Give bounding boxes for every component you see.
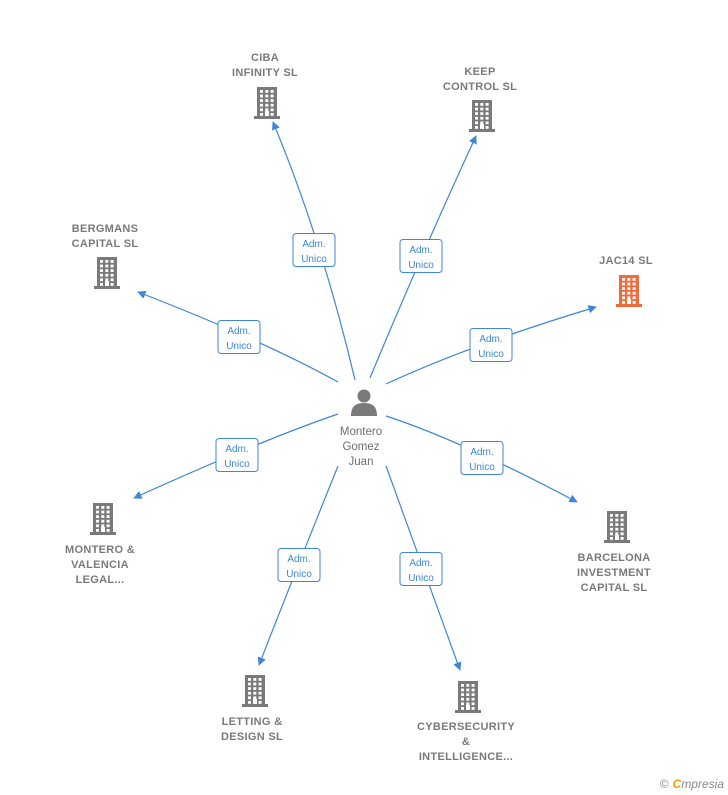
role-label-line-1: Adm. xyxy=(227,326,250,337)
company-label-keep-line-2: CONTROL SL xyxy=(443,81,517,93)
company-node-bergmans[interactable]: BERGMANS CAPITAL SL xyxy=(72,223,139,289)
company-node-letting[interactable]: LETTING & DESIGN SL xyxy=(221,675,283,743)
role-label-line-1: Adm. xyxy=(302,239,325,250)
center-name-line-1: Montero xyxy=(340,426,382,438)
role-label-line-2: Unico xyxy=(301,254,327,265)
company-node-ciba[interactable]: CIBA INFINITY SL xyxy=(232,52,298,119)
company-node-jac14[interactable]: JAC14 SL xyxy=(599,255,653,307)
building-icon xyxy=(94,257,120,289)
company-label-keep-line-1: KEEP xyxy=(464,66,495,78)
company-label-letting-line-2: DESIGN SL xyxy=(221,731,283,743)
company-label-letting-line-1: LETTING & xyxy=(222,716,283,728)
company-label-cyber-line-1: CYBERSECURITY xyxy=(417,721,515,733)
company-label-barcelona-line-1: BARCELONA xyxy=(578,552,651,564)
company-label-ciba-line-2: INFINITY SL xyxy=(232,67,298,79)
role-badge-letting[interactable]: Adm. Unico xyxy=(277,548,321,582)
center-name-line-2: Gomez xyxy=(342,441,379,453)
company-label-cyber-line-2: & xyxy=(462,736,470,748)
company-node-barcelona[interactable]: BARCELONA INVESTMENT CAPITAL SL xyxy=(577,511,651,594)
role-label-line-2: Unico xyxy=(408,260,434,271)
role-badge-jac14[interactable]: Adm. Unico xyxy=(469,328,513,362)
role-label-line-1: Adm. xyxy=(470,447,493,458)
brand-name: mpresia xyxy=(681,777,724,791)
role-label-line-1: Adm. xyxy=(287,554,310,565)
footer-brand: ©Cmpresia xyxy=(660,777,724,791)
company-label-cyber-line-3: INTELLIGENCE... xyxy=(419,751,513,763)
role-badge-keep[interactable]: Adm. Unico xyxy=(399,239,443,273)
role-label-line-1: Adm. xyxy=(409,558,432,569)
role-label-line-2: Unico xyxy=(469,462,495,473)
company-label-montero-line-1: MONTERO & xyxy=(65,544,135,556)
role-label-line-2: Unico xyxy=(226,341,252,352)
company-label-jac14-line-1: JAC14 SL xyxy=(599,255,653,267)
role-label-line-1: Adm. xyxy=(225,444,248,455)
role-label-line-2: Unico xyxy=(408,573,434,584)
brand-initial: C xyxy=(672,777,682,791)
company-label-montero-line-3: LEGAL... xyxy=(76,574,125,586)
copyright-symbol: © xyxy=(659,777,669,791)
building-icon xyxy=(254,87,280,119)
company-node-keep[interactable]: KEEP CONTROL SL xyxy=(443,66,517,132)
role-label-line-2: Unico xyxy=(478,349,504,360)
role-badge-montero[interactable]: Adm. Unico xyxy=(215,438,259,472)
company-node-cyber[interactable]: CYBERSECURITY & INTELLIGENCE... xyxy=(417,681,515,763)
company-label-barcelona-line-2: INVESTMENT xyxy=(577,567,651,579)
building-icon xyxy=(90,503,116,535)
center-name-line-3: Juan xyxy=(349,456,374,468)
building-icon xyxy=(604,511,630,543)
building-icon xyxy=(469,100,495,132)
building-icon xyxy=(455,681,481,713)
company-label-bergmans-line-2: CAPITAL SL xyxy=(72,238,139,250)
company-label-ciba-line-1: CIBA xyxy=(251,52,279,64)
role-label-line-1: Adm. xyxy=(479,334,502,345)
role-badge-cyber[interactable]: Adm. Unico xyxy=(399,552,443,586)
person-icon xyxy=(351,389,377,416)
role-label-line-1: Adm. xyxy=(409,245,432,256)
role-badge-bergmans[interactable]: Adm. Unico xyxy=(217,320,261,354)
building-icon xyxy=(616,275,642,307)
company-label-bergmans-line-1: BERGMANS xyxy=(72,223,139,235)
building-icon xyxy=(242,675,268,707)
role-label-line-2: Unico xyxy=(224,459,250,470)
company-node-montero[interactable]: MONTERO & VALENCIA LEGAL... xyxy=(65,503,135,586)
company-label-montero-line-2: VALENCIA xyxy=(71,559,129,571)
company-label-barcelona-line-3: CAPITAL SL xyxy=(581,582,648,594)
role-badge-barcelona[interactable]: Adm. Unico xyxy=(460,441,504,475)
center-person-node[interactable]: Montero Gomez Juan xyxy=(340,389,382,469)
role-badge-ciba[interactable]: Adm. Unico xyxy=(292,233,336,267)
role-label-line-2: Unico xyxy=(286,569,312,580)
